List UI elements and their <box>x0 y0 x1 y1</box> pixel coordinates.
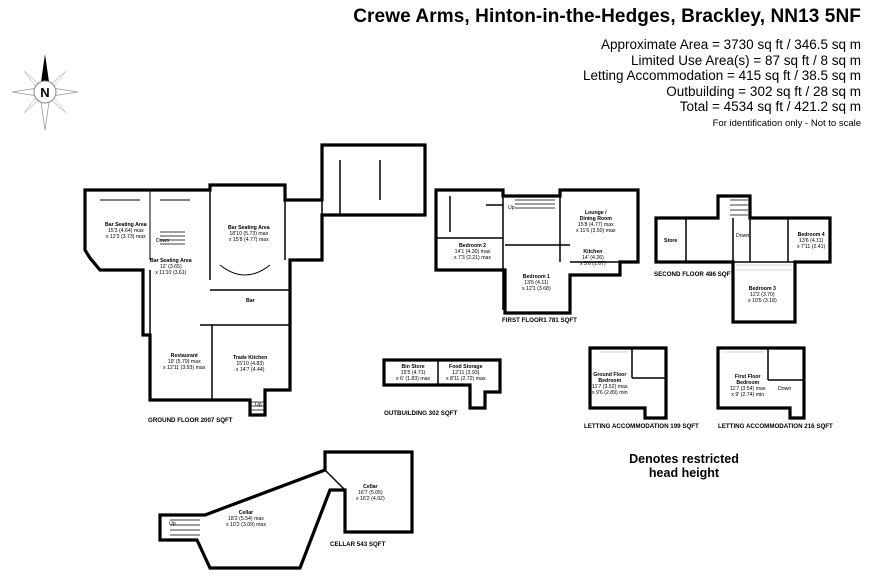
area-limited-use: Limited Use Area(s) = 87 sq ft / 8 sq m <box>631 52 861 68</box>
cellar-up-label: Up <box>169 521 176 527</box>
cellar-label: CELLAR 543 SQFT <box>330 541 386 548</box>
outbuilding-label: OUTBUILDING 302 SQFT <box>384 410 458 417</box>
second-floor-down-label: Down <box>736 233 750 239</box>
room-bedroom-1: Bedroom 1 13'6 (4.11) x 12'1 (3.68) <box>522 274 551 292</box>
second-floor-label: SECOND FLOOR 486 SQFT <box>654 271 735 278</box>
room-lounge-dining: Lounge / Dining Room 15'8 (4.77) max x 1… <box>576 210 616 234</box>
letting-216-walls <box>716 346 806 420</box>
compass-letter: N <box>40 85 49 100</box>
property-title: Crewe Arms, Hinton-in-the-Hedges, Brackl… <box>353 6 861 27</box>
room-bar-seating-3: Bar Seating Area 18'10 (5.73) max x 15'8… <box>228 225 270 243</box>
room-bedroom-3: Bedroom 3 12'2 (3.70) x 10'5 (3.18) <box>748 286 777 304</box>
room-food-storage: Food Storage 12'11 (3.93) x 8'11 (2.72) … <box>446 364 486 382</box>
room-bin-store: Bin Store 15'5 (4.71) x 6' (1.83) max <box>396 364 431 382</box>
room-bar-seating-1: Bar Seating Area 15'3 (4.64) max x 12'3 … <box>105 222 147 240</box>
first-floor-label: FIRST FLOOR1 781 SQFT <box>502 317 577 324</box>
stairs-up-label: Up <box>255 402 262 408</box>
room-kitchen: Kitchen 14' (4.26) x 5'6 (1.67) <box>580 249 606 267</box>
identification-note: For identification only - Not to scale <box>712 118 861 129</box>
room-bar: Bar <box>246 298 255 304</box>
room-trade-kitchen: Trade Kitchen 15'10 (4.83) x 14'7 (4.44) <box>233 355 268 373</box>
room-bedroom-2: Bedroom 2 14'1 (4.30) max x 7'3 (2.21) m… <box>454 243 492 261</box>
room-ground-floor-bedroom: Ground Floor Bedroom 11'7 (3.52) max x 9… <box>592 372 628 396</box>
compass-icon: N <box>11 54 79 131</box>
room-bar-seating-2: Bar Seating Area 12' (3.65) x 11'10 (3.6… <box>150 258 192 276</box>
letting-199-label: LETTING ACCOMMODATION 199 SQFT <box>584 423 699 430</box>
stairs-down-label: Down <box>156 238 170 244</box>
room-cellar-2: Cellar 18'2 (5.54) max x 10'2 (3.09) max <box>226 510 266 528</box>
area-letting: Letting Accommodation = 415 sq ft / 38.5… <box>582 68 861 84</box>
first-floor-up-label: Up <box>508 205 515 211</box>
area-approximate: Approximate Area = 3730 sq ft / 346.5 sq… <box>600 37 861 52</box>
outbuilding-walls <box>382 358 502 410</box>
ground-floor-walls <box>83 143 427 417</box>
restricted-head-height-note: Denotes restricted head height <box>629 452 739 480</box>
area-summary: Approximate Area = 3730 sq ft / 346.5 sq… <box>583 37 861 115</box>
ground-floor-label: GROUND FLOOR 2007 SQFT <box>148 417 233 424</box>
letting-199-walls <box>588 346 668 420</box>
room-store: Store <box>664 238 678 244</box>
area-total: Total = 4534 sq ft / 421.2 sq m <box>679 99 861 115</box>
room-first-floor-bedroom: First Floor Bedroom 11'7 (3.54) max x 9'… <box>730 374 766 398</box>
room-bedroom-4: Bedroom 4 13'6 (4.11) x 7'11 (2.41) <box>797 232 826 250</box>
cellar-walls <box>158 450 414 570</box>
room-restaurant: Restaurant 19' (5.79) max x 12'11 (3.93)… <box>163 353 206 371</box>
letting-216-down-label: Down <box>778 386 792 392</box>
restricted-head-height-hatch <box>600 264 792 353</box>
room-cellar-1: Cellar 16'7 (5.05) x 16'2 (4.92) <box>356 484 385 502</box>
area-outbuilding: Outbuilding = 302 sq ft / 28 sq m <box>666 83 861 99</box>
letting-216-label: LETTING ACCOMMODATION 216 SQFT <box>718 423 833 430</box>
